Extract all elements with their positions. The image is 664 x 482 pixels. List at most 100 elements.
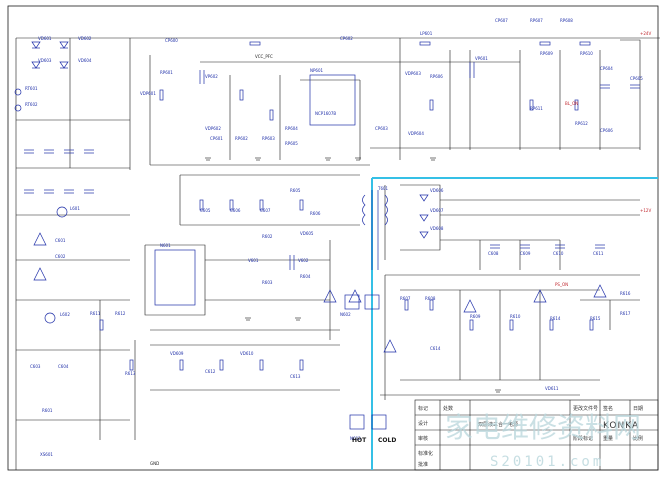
ref-c608: C608: [488, 251, 499, 256]
ref-vd602: VD602: [78, 36, 92, 41]
drawing-border: [7, 5, 659, 471]
ref-r603: R603: [262, 280, 273, 285]
ref-c601: C601: [55, 238, 66, 243]
board-title: 双层液三合一电源: [478, 421, 518, 428]
ref-rt602: RT602: [25, 102, 38, 107]
ref-rp603: RP603: [262, 136, 275, 141]
ref-r601: R601: [42, 408, 53, 413]
ref-vd610: VD610: [240, 351, 254, 356]
title-block: [414, 399, 659, 471]
ref-vd605: VD605: [300, 231, 314, 236]
ref-rp608: RP608: [560, 18, 573, 23]
ref-cp600: CP600: [165, 38, 178, 43]
ref-vdp603: VDP603: [405, 71, 421, 76]
ref-rt601: RT601: [25, 86, 38, 91]
title-block-text: 标记 处数 更改文件号 签名 日期 设计 审核 标准化 批准 阶段标记 重量 比…: [418, 405, 643, 468]
tb-r1-3: 签名: [603, 405, 613, 412]
ref-v602: V602: [298, 258, 309, 263]
ref-n602: N602: [340, 312, 351, 317]
ref-rp601: RP601: [160, 70, 173, 75]
ref-cp603: CP603: [375, 126, 388, 131]
ref-rp605: RP605: [285, 141, 298, 146]
ref-xs601: XS601: [40, 452, 53, 457]
ref-vdp602: VDP602: [205, 126, 221, 131]
ref-v601: V601: [248, 258, 259, 263]
ref-t601: T601: [377, 186, 389, 191]
ref-c614: C614: [430, 346, 441, 351]
ref-rp610: RP610: [580, 51, 593, 56]
cold-label: COLD: [378, 437, 396, 444]
ref-vp602: VP602: [205, 74, 218, 79]
hot-label: HOT: [352, 437, 367, 444]
ref-vd611: VD611: [545, 386, 559, 391]
ref-c602: C602: [55, 254, 66, 259]
net-ps-on: PS_ON: [555, 282, 568, 287]
wiring: [15, 37, 660, 470]
ref-vdp601: VDP601: [140, 91, 156, 96]
ref-rp609: RP609: [540, 51, 553, 56]
ref-cp605: CP605: [630, 76, 643, 81]
ref-c610: C610: [553, 251, 564, 256]
ref-c609: C609: [520, 251, 531, 256]
tb-r4-1: 重量: [603, 435, 613, 442]
ref-c603: C603: [30, 364, 41, 369]
brand-konka: KONKA: [603, 421, 639, 431]
net-labels: VCC_PFC +12V +24V PS_ON BL_ON GND: [150, 31, 651, 466]
tb-r4-2: 比例: [633, 435, 643, 442]
ref-l602: L602: [60, 312, 70, 317]
ref-r604: R604: [300, 274, 311, 279]
ref-l601: L601: [70, 206, 80, 211]
ref-c612: C612: [205, 369, 216, 374]
tb-r3-0: 标准化: [418, 450, 433, 457]
ref-r612: R612: [115, 311, 126, 316]
ref-c611: C611: [593, 251, 604, 256]
tb-r1-4: 日期: [633, 406, 643, 412]
ref-cp606: CP606: [600, 128, 613, 133]
ref-c606: C606: [230, 208, 241, 213]
ref-c605: C605: [200, 208, 211, 213]
ref-r617: R617: [620, 311, 631, 316]
ref-cp604: CP604: [600, 66, 613, 71]
ref-c607: C607: [260, 208, 271, 213]
ref-rp611: RP611: [530, 106, 543, 111]
watermark-url: S20101.com: [490, 454, 604, 470]
ref-rp607: RP607: [530, 18, 543, 23]
ref-r611: R611: [90, 311, 101, 316]
ground-symbols: [205, 157, 501, 393]
tb-r1-1: 处数: [443, 405, 453, 412]
watermark-text: 家电维修资料网: [445, 411, 641, 444]
ref-vd608: VD608: [430, 226, 444, 231]
ref-rp606: RP606: [430, 74, 443, 79]
ref-cp602: CP602: [340, 36, 353, 41]
ref-r613: R613: [125, 371, 136, 376]
tb-r2-0: 设计: [418, 420, 428, 427]
ref-rp612: RP612: [575, 121, 588, 126]
ref-cp601: CP601: [210, 136, 223, 141]
ref-vd604: VD604: [78, 58, 92, 63]
ref-vdp604: VDP604: [408, 131, 424, 136]
ref-r606: R606: [310, 211, 321, 216]
ref-vp601: VP601: [475, 56, 488, 61]
ref-cp607: CP607: [495, 18, 508, 23]
ref-r609: R609: [470, 314, 481, 319]
component-symbols: [14, 41, 640, 430]
tb-r4-0: 阶段标记: [573, 435, 593, 442]
ref-r615: R615: [590, 316, 601, 321]
ref-rp604: RP604: [285, 126, 298, 131]
tb-r2-1: 审核: [418, 435, 428, 442]
ref-vd601: VD601: [38, 36, 52, 41]
ref-r608: R608: [425, 296, 436, 301]
ref-n603: N603: [350, 436, 361, 441]
ref-r616: R616: [620, 291, 631, 296]
ref-n601: N601: [160, 243, 171, 248]
ref-r605: R605: [290, 188, 301, 193]
component-labels: VD601 VD602 VD603 VD604 RT601 RT602 CP60…: [25, 18, 643, 457]
ref-r607: R607: [400, 296, 411, 301]
ref-r610: R610: [510, 314, 521, 319]
ref-vd609: VD609: [170, 351, 184, 356]
ref-c604: C604: [58, 364, 69, 369]
ref-r614: R614: [550, 316, 561, 321]
ref-lp601: LP601: [420, 31, 433, 36]
net-gnd: GND: [150, 461, 159, 466]
